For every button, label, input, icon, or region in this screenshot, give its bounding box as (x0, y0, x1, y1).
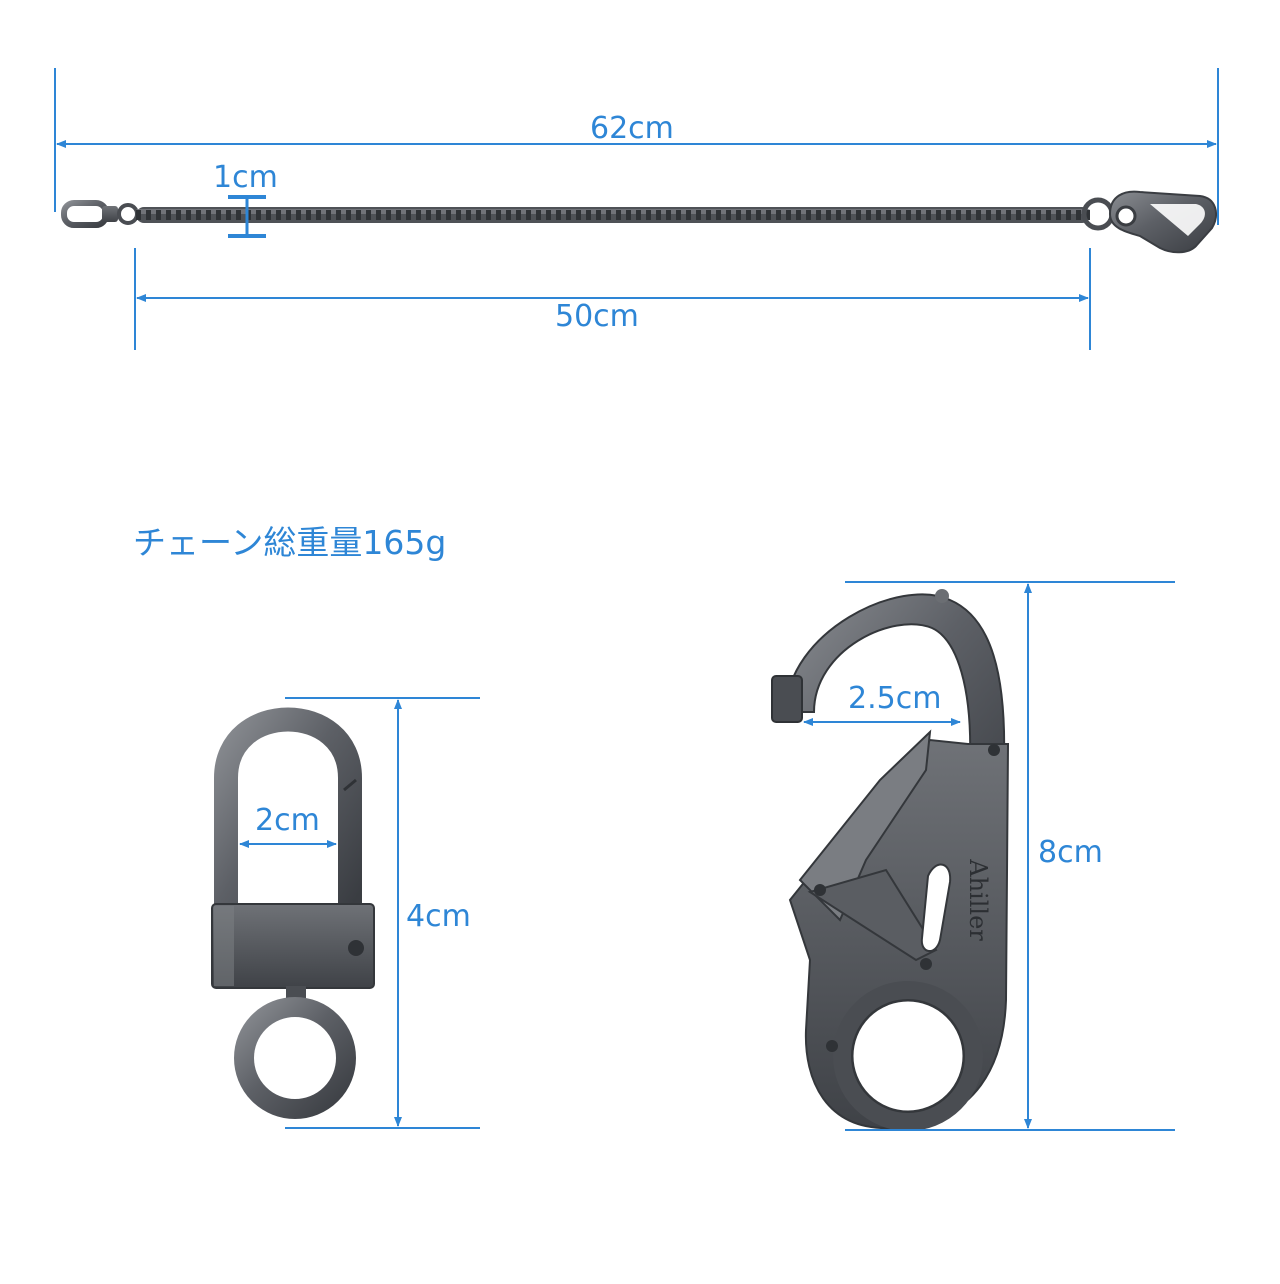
label-chain-weight: チェーン総重量165g (133, 523, 447, 562)
dimension-total-length (54, 68, 1219, 225)
label-small-opening: 2cm (255, 803, 320, 838)
label-large-opening: 2.5cm (848, 681, 942, 716)
curb-chain (136, 207, 1090, 223)
label-chain-length: 50cm (555, 299, 639, 334)
brand-engraving: Ahiller (964, 858, 992, 941)
label-large-length: 8cm (1038, 835, 1103, 870)
chain-end-small-clasp (61, 200, 139, 228)
large-carabiner-hook: Ahiller (771, 589, 1010, 1131)
small-swivel-clasp (211, 707, 375, 1119)
dimension-chain-width (228, 195, 266, 238)
dimension-chain-length (134, 248, 1091, 350)
label-chain-width: 1cm (213, 160, 278, 195)
label-total-length: 62cm (590, 111, 674, 146)
chain-end-large-hook (1081, 190, 1217, 254)
label-small-length: 4cm (406, 899, 471, 934)
dimension-small-length (285, 697, 480, 1129)
dimension-large-length (845, 581, 1175, 1131)
chain-assembly (61, 190, 1217, 254)
